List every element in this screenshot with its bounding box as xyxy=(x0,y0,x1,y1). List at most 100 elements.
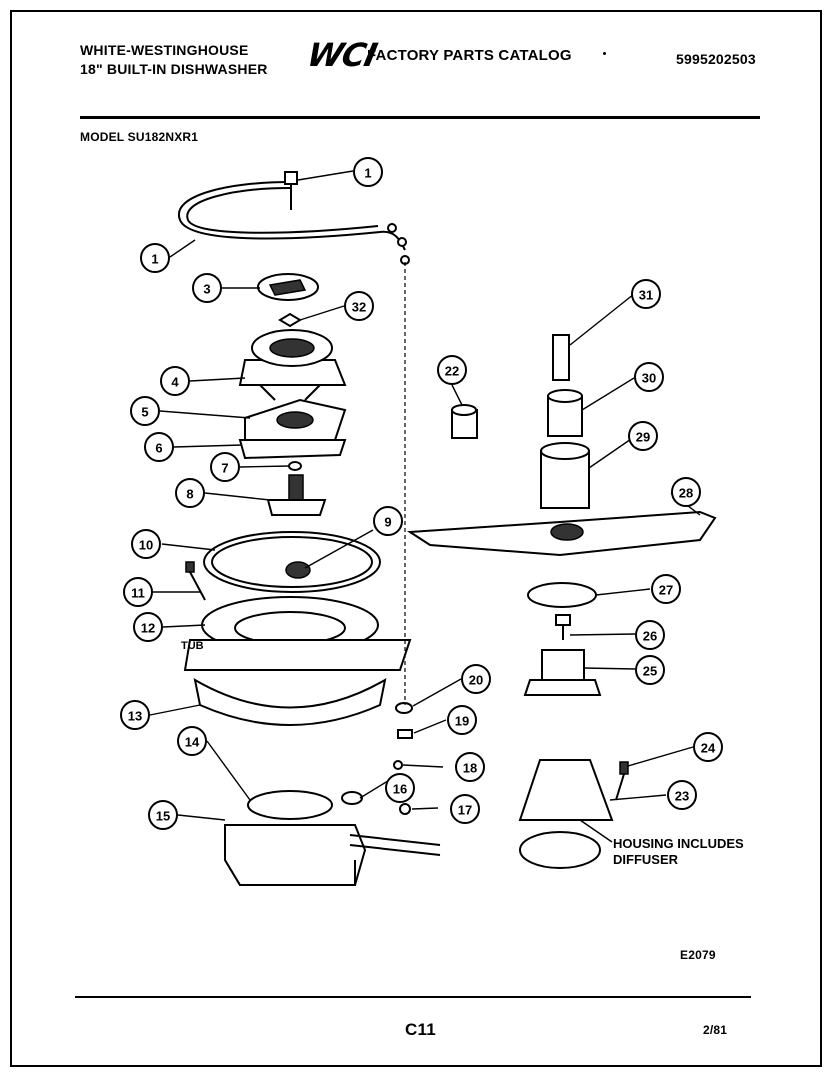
callout-22: 22 xyxy=(437,355,467,385)
callout-circle xyxy=(177,726,207,756)
callout-number: 19 xyxy=(455,714,469,729)
callout-29: 29 xyxy=(628,421,658,451)
callout-31: 31 xyxy=(631,279,661,309)
callout-number: 10 xyxy=(139,538,153,553)
callout-number: 1 xyxy=(364,166,371,181)
bolt xyxy=(397,729,413,739)
callout-4: 4 xyxy=(160,366,190,396)
callout-circle xyxy=(344,291,374,321)
callout-15: 15 xyxy=(148,800,178,830)
callout-number: 18 xyxy=(463,761,477,776)
spray-tower xyxy=(547,389,583,437)
callout-circle xyxy=(437,355,467,385)
callout-1: 1 xyxy=(140,243,170,273)
callout-number: 5 xyxy=(141,405,148,420)
callout-number: 15 xyxy=(156,809,170,824)
catalog-part-number: 5995202503 xyxy=(676,51,756,67)
housing-note-line-1: HOUSING INCLUDES xyxy=(613,836,744,851)
catalog-title: FACTORY PARTS CATALOG xyxy=(367,47,572,64)
callout-5: 5 xyxy=(130,396,160,426)
page-code: C11 xyxy=(405,1020,436,1039)
callout-number: 11 xyxy=(131,586,145,601)
callout-number: 4 xyxy=(171,375,179,390)
seal-ring xyxy=(527,582,597,608)
leader-lines xyxy=(149,170,701,843)
washer xyxy=(393,760,403,770)
callout-circle xyxy=(450,794,480,824)
callout-circle xyxy=(671,477,701,507)
tub-section xyxy=(183,639,412,671)
callout-circle xyxy=(148,800,178,830)
callout-number: 26 xyxy=(643,629,657,644)
drawing-id: E2079 xyxy=(680,948,716,962)
housing-note: HOUSING INCLUDES DIFFUSER xyxy=(613,836,744,868)
impeller xyxy=(266,474,327,516)
callout-circle xyxy=(353,157,383,187)
callout-number: 25 xyxy=(643,664,657,679)
tower-base xyxy=(540,442,590,509)
callout-number: 12 xyxy=(141,621,155,636)
callout-circle xyxy=(160,366,190,396)
callout-circle xyxy=(634,362,664,392)
callout-number: 23 xyxy=(675,789,689,804)
callout-12: 12 xyxy=(133,612,163,642)
callout-number: 32 xyxy=(352,300,366,315)
callout-3: 3 xyxy=(192,273,222,303)
callout-1: 1 xyxy=(353,157,383,187)
sump-hub xyxy=(285,561,311,579)
callout-number: 14 xyxy=(185,735,200,750)
callout-24: 24 xyxy=(693,732,723,762)
seal-washer xyxy=(288,461,302,471)
catalog-date: 2/81 xyxy=(703,1023,728,1037)
motor-plate xyxy=(247,790,333,820)
header-rule xyxy=(80,116,760,119)
callout-number: 1 xyxy=(151,252,158,267)
callout-20: 20 xyxy=(461,664,491,694)
spray-arm-hub xyxy=(550,523,584,541)
callout-number: 27 xyxy=(659,583,673,598)
tub-label: TUB xyxy=(181,640,204,652)
callout-number: 24 xyxy=(701,741,716,756)
callout-8: 8 xyxy=(175,478,205,508)
diffuser xyxy=(519,831,601,869)
callout-17: 17 xyxy=(450,794,480,824)
callout-number: 29 xyxy=(636,430,650,445)
callout-number: 13 xyxy=(128,709,142,724)
callout-circle xyxy=(192,273,222,303)
callout-26: 26 xyxy=(635,620,665,650)
housing-note-line-2: DIFFUSER xyxy=(613,852,678,867)
callout-circle xyxy=(455,752,485,782)
page-border xyxy=(10,10,822,1067)
callout-16: 16 xyxy=(385,773,415,803)
callout-number: 6 xyxy=(155,441,162,456)
callout-circle xyxy=(461,664,491,694)
callout-27: 27 xyxy=(651,574,681,604)
motor xyxy=(224,824,441,886)
callout-30: 30 xyxy=(634,362,664,392)
callout-number: 22 xyxy=(445,364,459,379)
callout-number: 20 xyxy=(469,673,483,688)
callout-circle xyxy=(130,396,160,426)
pump-cover xyxy=(238,329,347,401)
heating-element xyxy=(177,171,410,265)
callout-11: 11 xyxy=(123,577,153,607)
callout-circle xyxy=(120,700,150,730)
callout-circle xyxy=(628,421,658,451)
grommet xyxy=(399,803,411,815)
callout-number: 9 xyxy=(384,515,391,530)
pump-plate-opening xyxy=(276,411,314,429)
callout-layer: 1133245678109111213141516171819202231302… xyxy=(120,157,723,830)
housing-screw xyxy=(615,761,629,801)
callout-circle xyxy=(651,574,681,604)
callout-circle xyxy=(447,705,477,735)
callout-28: 28 xyxy=(671,477,701,507)
sump-assembly xyxy=(193,678,387,726)
callout-circle xyxy=(123,577,153,607)
callout-circle xyxy=(631,279,661,309)
callout-circle xyxy=(133,612,163,642)
callout-9: 9 xyxy=(373,506,403,536)
callout-7: 7 xyxy=(210,452,240,482)
spray-nozzle xyxy=(552,334,570,381)
callout-18: 18 xyxy=(455,752,485,782)
